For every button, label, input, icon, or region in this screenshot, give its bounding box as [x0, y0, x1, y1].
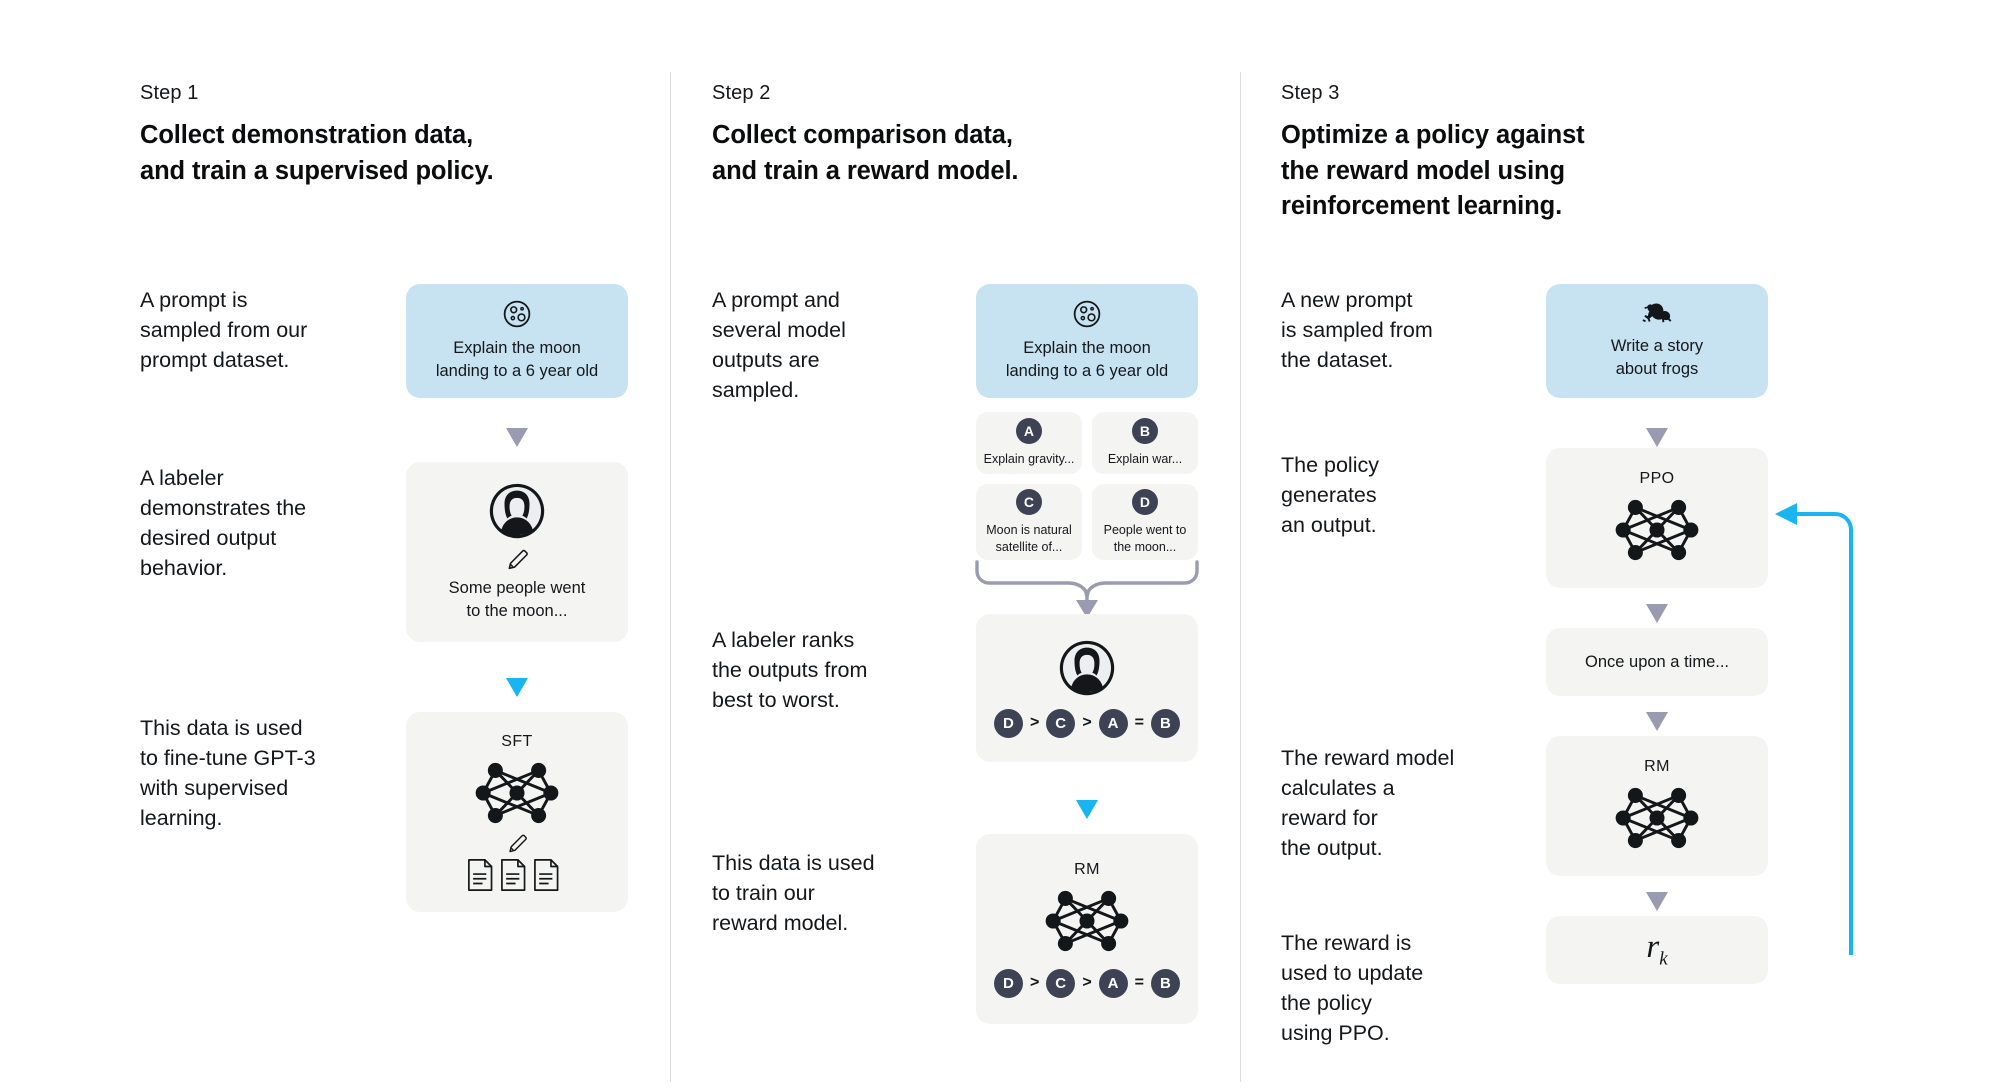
- step-1-label: Step 1: [140, 82, 199, 104]
- step-3-arrow-1: [1646, 428, 1668, 447]
- column-divider-2: [1240, 72, 1241, 1082]
- step-2-option-d[interactable]: D People went to the moon...: [1092, 484, 1198, 560]
- step-1-arrow-2: [506, 678, 528, 697]
- rm-rank-badge-d: D: [993, 968, 1023, 998]
- step-2-arrow-cyan: [1076, 800, 1098, 819]
- step-1-labeler-card[interactable]: Some people went to the moon...: [406, 462, 628, 642]
- step-1-paragraph-2: A labeler demonstrates the desired outpu…: [140, 466, 307, 581]
- step-2-rm-ranking-row: D > C > A = B: [993, 968, 1181, 998]
- option-text-c: Moon is natural satellite of...: [986, 523, 1072, 554]
- step-2-option-c[interactable]: C Moon is natural satellite of...: [976, 484, 1082, 560]
- step-2-prompt-card[interactable]: Explain the moon landing to a 6 year old: [976, 284, 1198, 398]
- rank-badge-b: B: [1151, 708, 1181, 738]
- moon-icon: [502, 299, 532, 329]
- step-3-reward-card[interactable]: rk: [1546, 916, 1768, 984]
- rm-rank-badge-a: A: [1098, 968, 1128, 998]
- step-2-column: Step 2 Collect comparison data, and trai…: [712, 0, 1240, 1088]
- step-2-ranking-row: D > C > A = B: [993, 708, 1181, 738]
- step-2-prompt-text: Explain the moon landing to a 6 year old: [1005, 339, 1169, 380]
- step-3-ppo-title: PPO: [1639, 470, 1675, 487]
- step-3-rm-card[interactable]: RM: [1546, 736, 1768, 876]
- step-1-paragraph-1: A prompt is sampled from our prompt data…: [140, 288, 308, 373]
- step-1-sft-title: SFT: [501, 732, 533, 750]
- neural-network-icon: [470, 757, 564, 829]
- option-badge-d: D: [1132, 489, 1158, 516]
- rm-rank-op-3: =: [1134, 974, 1145, 991]
- step-1-sft-card[interactable]: SFT: [406, 712, 628, 912]
- step-3-output-card[interactable]: Once upon a time...: [1546, 628, 1768, 696]
- feedback-loop-arrow: [1763, 500, 1873, 955]
- step-1-arrow-1: [506, 428, 528, 447]
- option-text-a: Explain gravity...: [983, 452, 1075, 467]
- rank-badge-a: A: [1098, 708, 1128, 738]
- step-2-paragraph-2: A labeler ranks the outputs from best to…: [712, 628, 868, 713]
- neural-network-icon: [1610, 494, 1704, 566]
- step-3-paragraph-1: A new prompt is sampled from the dataset…: [1281, 288, 1433, 373]
- option-badge-a: A: [1016, 418, 1042, 445]
- step-1-labeler-text: Some people went to the moon...: [448, 578, 586, 620]
- rank-op-3: =: [1134, 714, 1145, 731]
- rank-op-2: >: [1082, 714, 1092, 731]
- step-3-arrow-4: [1646, 892, 1668, 911]
- rank-badge-d: D: [993, 708, 1023, 738]
- step-3-prompt-text: Write a story about frogs: [1610, 337, 1704, 378]
- rm-rank-badge-b: B: [1151, 968, 1181, 998]
- pencil-icon: [505, 833, 529, 853]
- option-text-d: People went to the moon...: [1103, 523, 1187, 554]
- option-badge-b: B: [1132, 418, 1158, 445]
- step-1-title: Collect demonstration data, and train a …: [140, 121, 494, 185]
- step-2-rm-card[interactable]: RM D: [976, 834, 1198, 1024]
- rank-op-1: >: [1029, 714, 1040, 731]
- step-1-prompt-card[interactable]: Explain the moon landing to a 6 year old: [406, 284, 628, 398]
- step-3-title: Optimize a policy against the reward mod…: [1281, 121, 1585, 221]
- step-3-arrow-2: [1646, 604, 1668, 623]
- rm-rank-op-1: >: [1029, 974, 1040, 991]
- step-3-label: Step 3: [1281, 82, 1340, 104]
- person-avatar-icon: [488, 482, 546, 540]
- option-badge-c: C: [1016, 489, 1042, 516]
- step-3-paragraph-3: The reward model calculates a reward for…: [1281, 746, 1455, 861]
- rm-rank-op-2: >: [1082, 974, 1092, 991]
- rm-rank-badge-c: C: [1046, 968, 1076, 998]
- step-2-ranking-card[interactable]: D > C > A = B: [976, 614, 1198, 762]
- frog-icon: [1639, 301, 1675, 327]
- step-3-paragraph-2: The policy generates an output.: [1281, 453, 1379, 538]
- step-2-paragraph-1: A prompt and several model outputs are s…: [712, 288, 846, 403]
- step-3-arrow-3: [1646, 712, 1668, 731]
- person-avatar-icon: [1058, 639, 1116, 697]
- documents-icon: [467, 858, 567, 892]
- neural-network-icon: [1610, 782, 1704, 854]
- step-3-output-text: Once upon a time...: [1585, 652, 1729, 671]
- option-text-b: Explain war...: [1107, 452, 1183, 467]
- step-1-column: Step 1 Collect demonstration data, and t…: [140, 0, 670, 1088]
- step-2-rm-title: RM: [1074, 860, 1100, 878]
- step-3-ppo-card[interactable]: PPO: [1546, 448, 1768, 588]
- column-divider-1: [670, 72, 671, 1082]
- neural-network-icon: [1040, 885, 1134, 957]
- step-3-prompt-card[interactable]: Write a story about frogs: [1546, 284, 1768, 398]
- step-3-paragraph-4: The reward is used to update the policy …: [1281, 931, 1424, 1046]
- moon-icon: [1072, 299, 1102, 329]
- step-2-title: Collect comparison data, and train a rew…: [712, 121, 1019, 185]
- step-3-column: Step 3 Optimize a policy against the rew…: [1281, 0, 1853, 1088]
- rank-badge-c: C: [1046, 708, 1076, 738]
- step-2-label: Step 2: [712, 82, 771, 104]
- step-2-brace-connector: [956, 560, 1218, 618]
- pencil-icon: [504, 548, 530, 570]
- step-1-prompt-text: Explain the moon landing to a 6 year old: [435, 339, 599, 380]
- step-2-paragraph-3: This data is used to train our reward mo…: [712, 851, 875, 936]
- step-2-option-a[interactable]: A Explain gravity...: [976, 412, 1082, 474]
- step-3-rm-title: RM: [1644, 758, 1670, 775]
- step-2-option-b[interactable]: B Explain war...: [1092, 412, 1198, 474]
- step-1-paragraph-3: This data is used to fine-tune GPT-3 wit…: [140, 716, 316, 831]
- reward-symbol: rk: [1646, 929, 1668, 970]
